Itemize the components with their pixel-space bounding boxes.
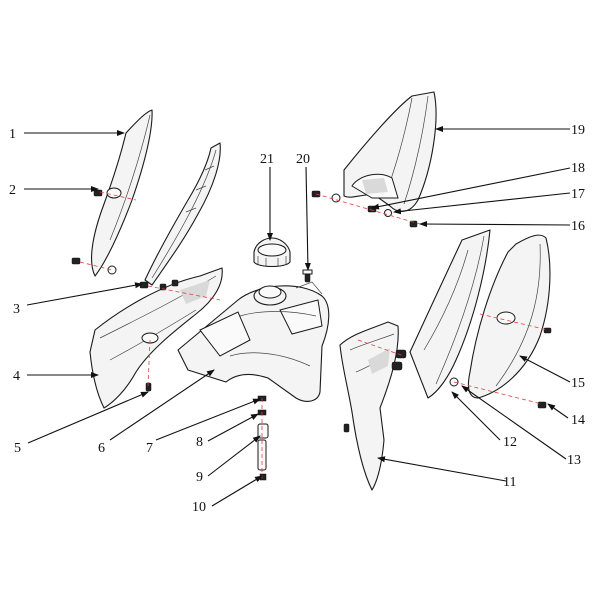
seat-cowl	[343, 91, 437, 212]
leader-3	[26, 282, 143, 306]
right-inner-shroud	[409, 229, 491, 399]
leader-10	[211, 475, 263, 507]
leader-16	[419, 221, 571, 228]
callout-11: 11	[503, 475, 516, 490]
callout-5: 5	[14, 441, 21, 456]
leader-lines	[24, 126, 571, 507]
leader-5	[27, 391, 149, 444]
leader-20	[304, 166, 311, 271]
callout-15: 15	[571, 376, 585, 391]
leader-15	[519, 355, 571, 383]
callout-17: 17	[571, 187, 585, 202]
callout-10: 10	[192, 500, 206, 515]
callout-18: 18	[571, 161, 585, 176]
fuel-cap	[253, 237, 291, 268]
callout-6: 6	[98, 441, 105, 456]
leader-17	[393, 192, 571, 215]
leader-8	[207, 413, 259, 442]
left-inner-shroud	[144, 142, 221, 286]
leader-12	[451, 391, 501, 441]
callout-16: 16	[571, 219, 585, 234]
callout-1: 1	[9, 127, 16, 142]
leader-9	[207, 435, 261, 477]
tank-screw	[302, 269, 313, 283]
callout-13: 13	[567, 453, 581, 468]
callout-14: 14	[571, 413, 585, 428]
leader-13	[461, 385, 567, 460]
callout-9: 9	[196, 470, 203, 485]
callout-2: 2	[9, 183, 16, 198]
left-radiator-cover	[89, 267, 223, 409]
callout-19: 19	[571, 123, 585, 138]
callout-3: 3	[13, 302, 20, 317]
callout-7: 7	[146, 441, 153, 456]
leader-18	[371, 167, 571, 210]
fuel-tank	[177, 281, 330, 402]
callout-12: 12	[503, 435, 517, 450]
callout-4: 4	[13, 369, 20, 384]
right-radiator-cover	[339, 321, 399, 491]
callout-21: 21	[260, 152, 274, 167]
leader-11	[377, 456, 507, 482]
callout-8: 8	[196, 435, 203, 450]
callout-20: 20	[296, 152, 310, 167]
leader-14	[547, 403, 569, 419]
leader-7	[155, 398, 261, 441]
leader-6	[109, 369, 215, 441]
callout-labels: 1 2 3 4 5 6 7 8 9 10 11 12 13 14 15 16 1…	[9, 123, 585, 515]
